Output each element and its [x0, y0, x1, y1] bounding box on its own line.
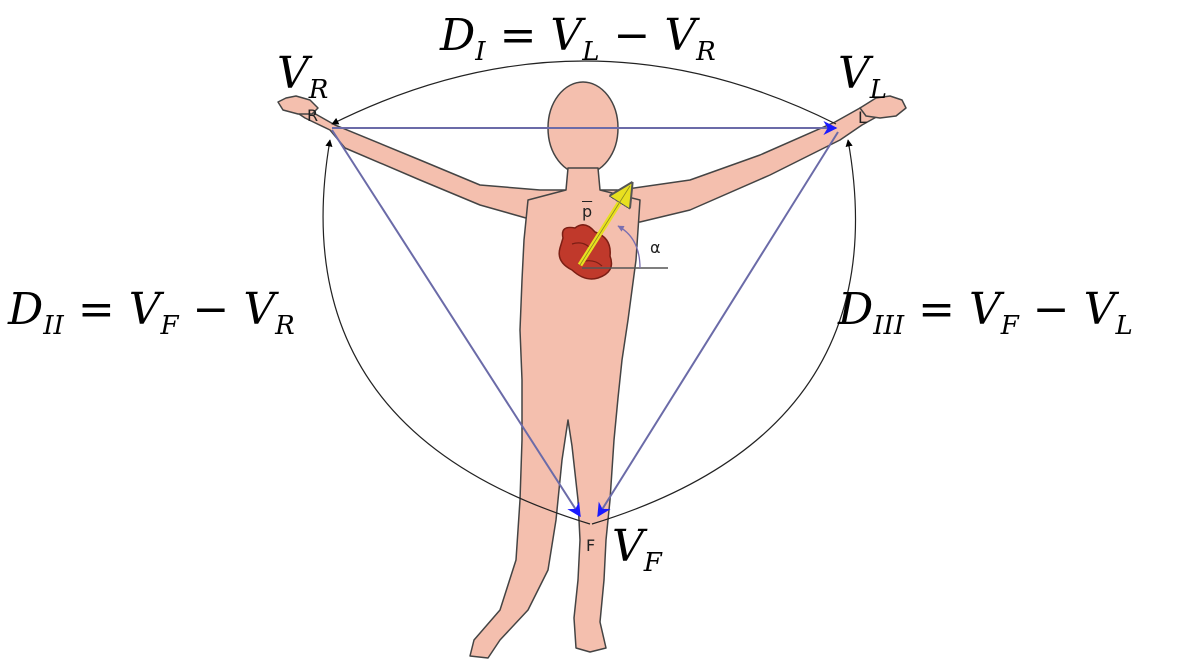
vector-label: p: [582, 204, 592, 220]
angle-label: α: [650, 240, 661, 256]
potential-vf-label: VF: [612, 525, 662, 576]
lead-iii-equation: DIII = VF − VL: [838, 288, 1133, 339]
torso-legs: [470, 168, 640, 658]
lead-ii-equation: DII = VF − VR: [8, 288, 295, 339]
potential-vl-label: VL: [838, 52, 887, 103]
lead-i-equation: DI = VL − VR: [440, 14, 716, 65]
human-body-figure: [278, 82, 906, 658]
potential-vr-label: VR: [277, 52, 328, 103]
electrode-label-foot: F: [586, 538, 595, 554]
electrode-label-right: R: [307, 108, 318, 124]
electrode-label-left: L: [858, 110, 867, 126]
